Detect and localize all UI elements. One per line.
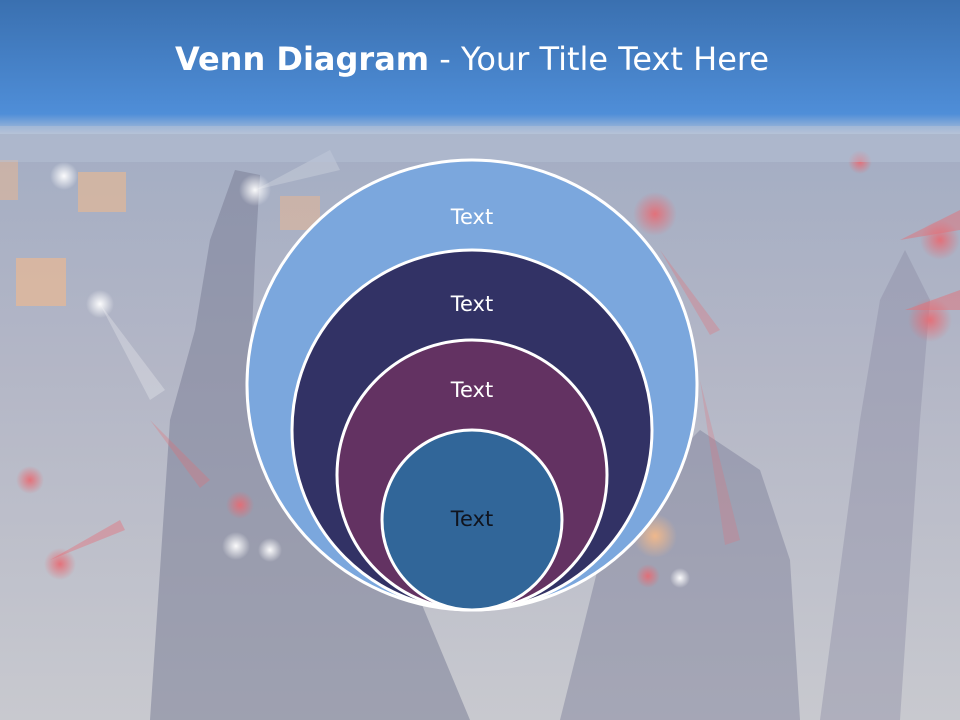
title-rest: - Your Title Text Here xyxy=(429,40,770,78)
venn-label-4: Text xyxy=(450,507,493,531)
venn-label-2: Text xyxy=(450,292,493,316)
slide-title: Venn Diagram - Your Title Text Here xyxy=(0,40,944,78)
venn-label-1: Text xyxy=(450,205,493,229)
title-bold: Venn Diagram xyxy=(174,40,430,78)
venn-label-3: Text xyxy=(450,378,493,402)
venn-circle-4 xyxy=(380,428,564,612)
